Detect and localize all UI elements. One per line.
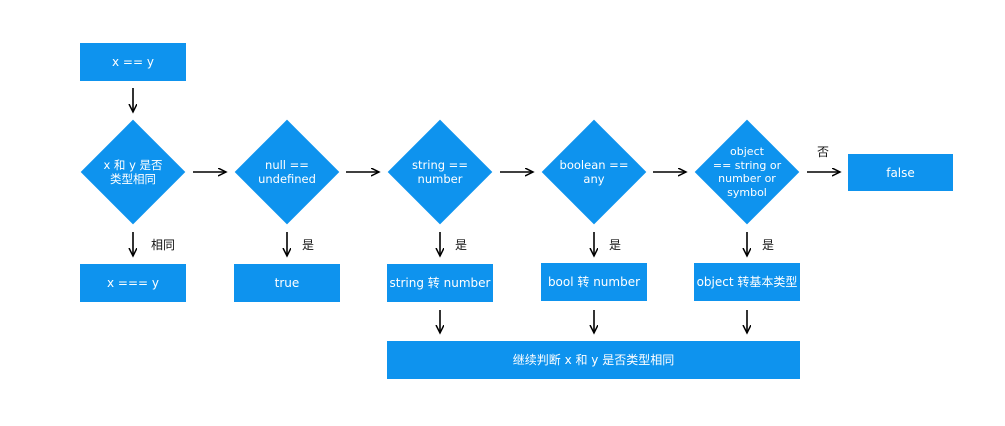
edge-label-yes-string: 是 [455,238,468,252]
edge-label-yes-null: 是 [302,238,315,252]
edge-label-yes-object: 是 [762,238,775,252]
boolean-any-decision-label: boolean == any [559,158,629,186]
bool-to-number-node: bool 转 number [541,263,647,301]
same-type-decision: x 和 y 是否 类型相同 [80,119,186,225]
edge-label-no: 否 [817,145,830,159]
string-number-decision-label: string == number [412,158,468,186]
same-type-decision-label: x 和 y 是否 类型相同 [103,158,163,186]
edge-label-yes-boolean: 是 [609,238,622,252]
continue-compare-node: 继续判断 x 和 y 是否类型相同 [387,341,800,379]
object-primitive-decision: object == string or number or symbol [694,119,800,225]
object-primitive-decision-label: object == string or number or symbol [712,145,782,199]
boolean-any-decision: boolean == any [541,119,647,225]
edge-label-same: 相同 [151,238,176,252]
true-node: true [234,264,340,302]
start-node: x == y [80,43,186,81]
strict-equal-node: x === y [80,264,186,302]
object-to-primitive-node: object 转基本类型 [694,263,800,301]
null-undefined-decision: null == undefined [234,119,340,225]
string-to-number-node: string 转 number [387,264,493,302]
null-undefined-decision-label: null == undefined [258,158,316,186]
string-number-decision: string == number [387,119,493,225]
false-node: false [848,154,953,191]
